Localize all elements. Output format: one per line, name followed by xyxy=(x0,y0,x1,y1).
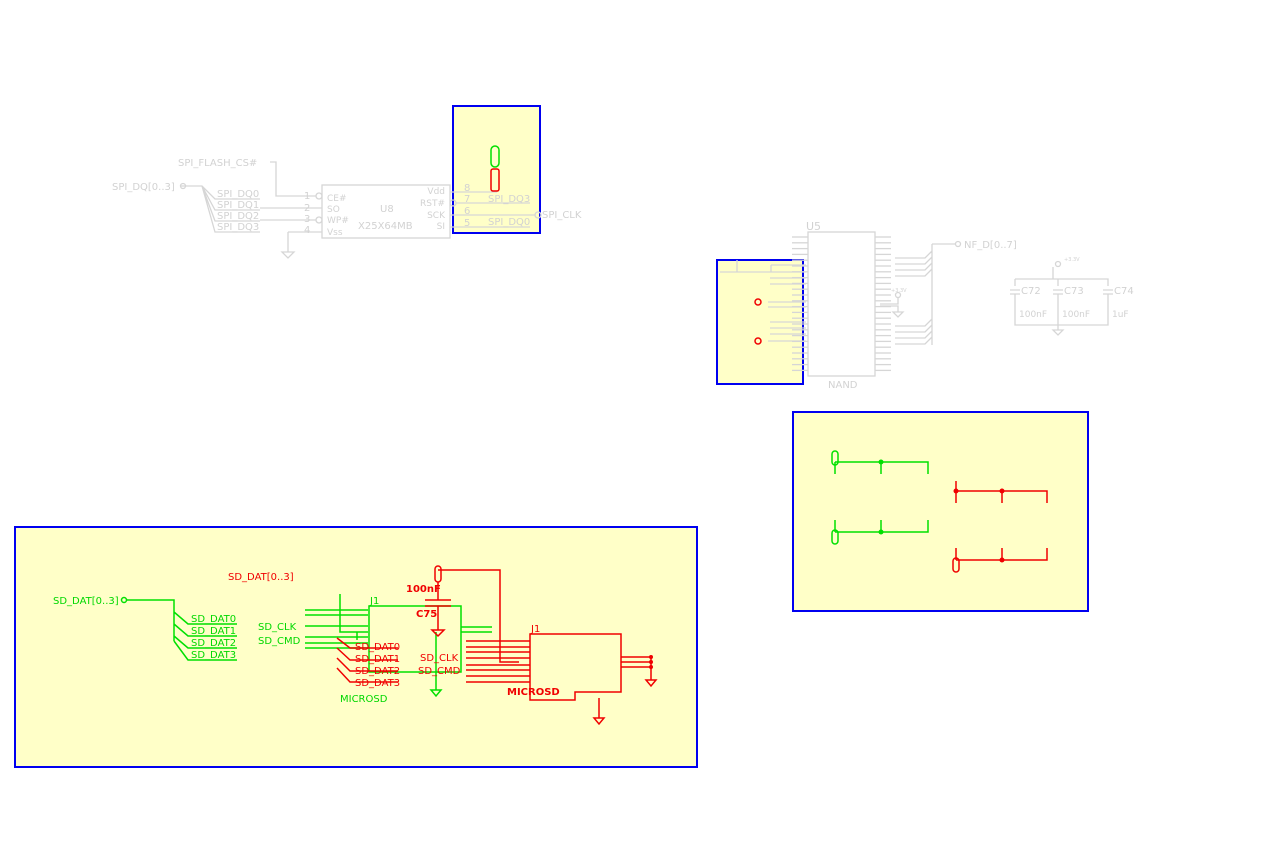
marker-red xyxy=(754,298,762,306)
pin-number: 6 xyxy=(464,206,470,217)
pin-number: 1 xyxy=(304,191,310,202)
spi-flash-symbol[interactable]: SPI_FLASH_CS# SPI_DQ[0..3] SPI_DQ0 SPI_D… xyxy=(112,145,582,259)
j1-value: MICROSD xyxy=(507,687,560,698)
ghost-clk: SD_CLK xyxy=(420,653,459,664)
ghost-value: MICROSD xyxy=(340,694,388,705)
ghost-member: SD_DAT3 xyxy=(355,678,400,689)
pin-name: RST# xyxy=(420,199,445,209)
bus-member: SD_DAT3 xyxy=(191,650,236,661)
power-label: +3.3V xyxy=(1064,257,1080,263)
net-label: SPI_DQ0 xyxy=(488,217,530,228)
nand-symbol[interactable]: U5 NAND NF_D[0..7] +3.3V +3.3V C72 C73 C… xyxy=(720,220,1134,391)
sd-section[interactable]: SD_DAT[0..3] SD_DAT0 SD_DAT1 SD_DAT2 SD_… xyxy=(53,565,658,726)
pin-name: SI xyxy=(437,222,445,232)
ghost-cmd: SD_CMD xyxy=(418,666,461,677)
nf-bus-label: NF_D[0..7] xyxy=(964,240,1017,251)
power-flag-green[interactable] xyxy=(490,145,500,168)
power-flag-red[interactable] xyxy=(490,168,500,192)
bus-member: SD_DAT2 xyxy=(191,638,236,649)
cap-ref: C74 xyxy=(1114,286,1134,297)
pin-number: 4 xyxy=(304,225,310,236)
cap-value: 100nF xyxy=(1062,310,1090,320)
j1-ref: J1 xyxy=(530,624,540,635)
net-label: SPI_DQ3 xyxy=(488,194,530,205)
marker-red xyxy=(754,337,762,345)
selection-box-sd[interactable] xyxy=(14,526,698,768)
ghost-member: SD_DAT1 xyxy=(355,654,400,665)
bus-member: SPI_DQ2 xyxy=(217,211,259,222)
cap-value: 100nF xyxy=(1019,310,1047,320)
pin-number: 8 xyxy=(464,183,470,194)
u8-ref: U8 xyxy=(380,204,394,215)
u8-value: X25X64MB xyxy=(358,221,413,232)
sd-cmd-label: SD_CMD xyxy=(258,636,301,647)
c75-ref: C75 xyxy=(416,609,437,620)
pin-number: 7 xyxy=(464,194,470,205)
cs-label: SPI_FLASH_CS# xyxy=(178,158,257,169)
pin-number: 2 xyxy=(304,203,310,214)
cap-ref: C73 xyxy=(1064,286,1084,297)
u8-body xyxy=(321,184,451,239)
u5-value: NAND xyxy=(828,380,858,391)
u5-body xyxy=(807,231,876,377)
bus-member: SD_DAT1 xyxy=(191,626,236,637)
moved-wires[interactable] xyxy=(831,450,1048,573)
ghost-member: SD_DAT2 xyxy=(355,666,400,677)
ghost-member: SD_DAT0 xyxy=(355,642,400,653)
spi-bus-label: SPI_DQ[0..3] xyxy=(112,182,175,193)
bus-member: SPI_DQ1 xyxy=(217,200,259,211)
power-label: +3.3V xyxy=(891,288,907,294)
pin-name: WP# xyxy=(327,216,349,226)
pin-name: CE# xyxy=(327,194,347,204)
cap-ref: C72 xyxy=(1021,286,1041,297)
pin-number: 5 xyxy=(464,218,470,229)
pin-name: Vss xyxy=(327,228,343,238)
bus-member: SPI_DQ0 xyxy=(217,189,259,200)
selection-box-right[interactable] xyxy=(792,411,1089,612)
bus-member: SD_DAT0 xyxy=(191,614,236,625)
sd-bus-label: SD_DAT[0..3] xyxy=(53,596,119,607)
pin-number: 3 xyxy=(304,214,310,225)
sd-clk-label: SD_CLK xyxy=(258,622,297,633)
bus-member: SPI_DQ3 xyxy=(217,222,259,233)
dragged-bus-label[interactable]: SD_DAT[0..3] xyxy=(228,572,294,583)
u5-ref: U5 xyxy=(806,220,821,233)
c75-value: 100nF xyxy=(406,584,441,595)
pin-name: SO xyxy=(327,205,340,215)
j1-ghost-body xyxy=(368,605,462,673)
j1-ghost-ref: J1 xyxy=(369,596,379,607)
cap-value: 1uF xyxy=(1112,310,1129,320)
pin-name: Vdd xyxy=(427,187,445,197)
pin-name: SCK xyxy=(427,211,446,221)
spi-clk-label: SPI_CLK xyxy=(542,210,582,221)
